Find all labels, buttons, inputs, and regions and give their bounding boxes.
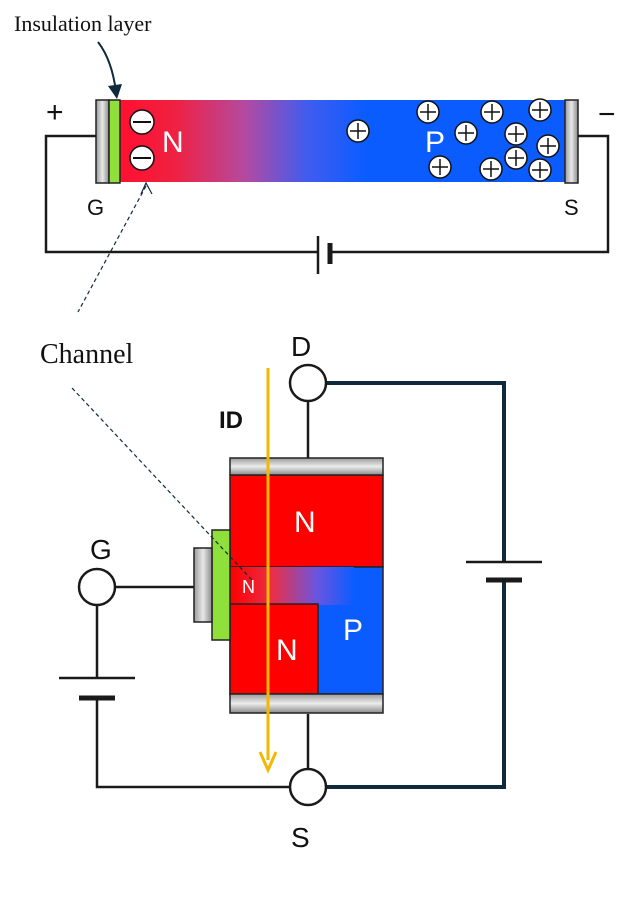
hole-icon (428, 155, 452, 179)
insulation-pointer-arrow (97, 41, 117, 93)
insulation-layer (108, 99, 121, 184)
electron-icon (129, 145, 155, 171)
source-electrode (229, 693, 384, 714)
n-bottom-label: N (276, 634, 298, 667)
bottom-diagram: N N N P D G S ID (59, 331, 542, 853)
hole-icon (504, 146, 528, 170)
drain-label: D (291, 331, 311, 362)
channel-pointer-bottom (71, 387, 253, 581)
p-region-label: P (425, 126, 445, 159)
channel-region (230, 567, 354, 605)
hole-icon (346, 119, 370, 143)
n-channel-label: N (242, 577, 255, 597)
current-id-label: ID (219, 407, 243, 434)
hole-icon (454, 121, 478, 145)
gate-terminal (77, 567, 117, 607)
channel-pointer-arrowhead (140, 181, 153, 195)
bottom-circuit-wires (95, 381, 506, 789)
n-region-bottom (229, 603, 319, 695)
drain-terminal (288, 363, 328, 403)
hole-icon (479, 157, 503, 181)
hole-icon (536, 134, 560, 158)
top-diagram: Insulation layer + − N P (14, 11, 616, 313)
drain-current-arrowhead (258, 751, 278, 774)
insulation-arrowhead (108, 84, 122, 99)
hole-icon (480, 100, 504, 124)
holes (346, 98, 560, 182)
channel-label: Channel (40, 339, 134, 370)
source-label-top: S (564, 195, 579, 220)
drain-electrode (229, 457, 384, 476)
gate-label: G (90, 534, 112, 565)
n-top-label: N (294, 506, 316, 539)
gate-electrode-top (95, 99, 110, 184)
hole-icon (528, 98, 552, 122)
n-region-top (229, 474, 384, 568)
hole-icon (416, 100, 440, 124)
source-label: S (291, 822, 310, 853)
n-region-label: N (162, 126, 184, 159)
p-region-label-bottom: P (343, 614, 363, 647)
electron-icon (129, 109, 155, 135)
hole-icon (528, 158, 552, 182)
channel-pointer-top (77, 185, 147, 313)
insulation-layer-label: Insulation layer (14, 11, 152, 36)
source-electrode-top (564, 99, 579, 184)
plus-sign: + (46, 96, 64, 129)
hole-icon (504, 122, 528, 146)
source-terminal (288, 767, 328, 807)
gate-label-top: G (87, 195, 104, 220)
gate-electrode (193, 547, 213, 623)
top-circuit-wire (44, 134, 610, 254)
minus-sign: − (598, 98, 616, 131)
